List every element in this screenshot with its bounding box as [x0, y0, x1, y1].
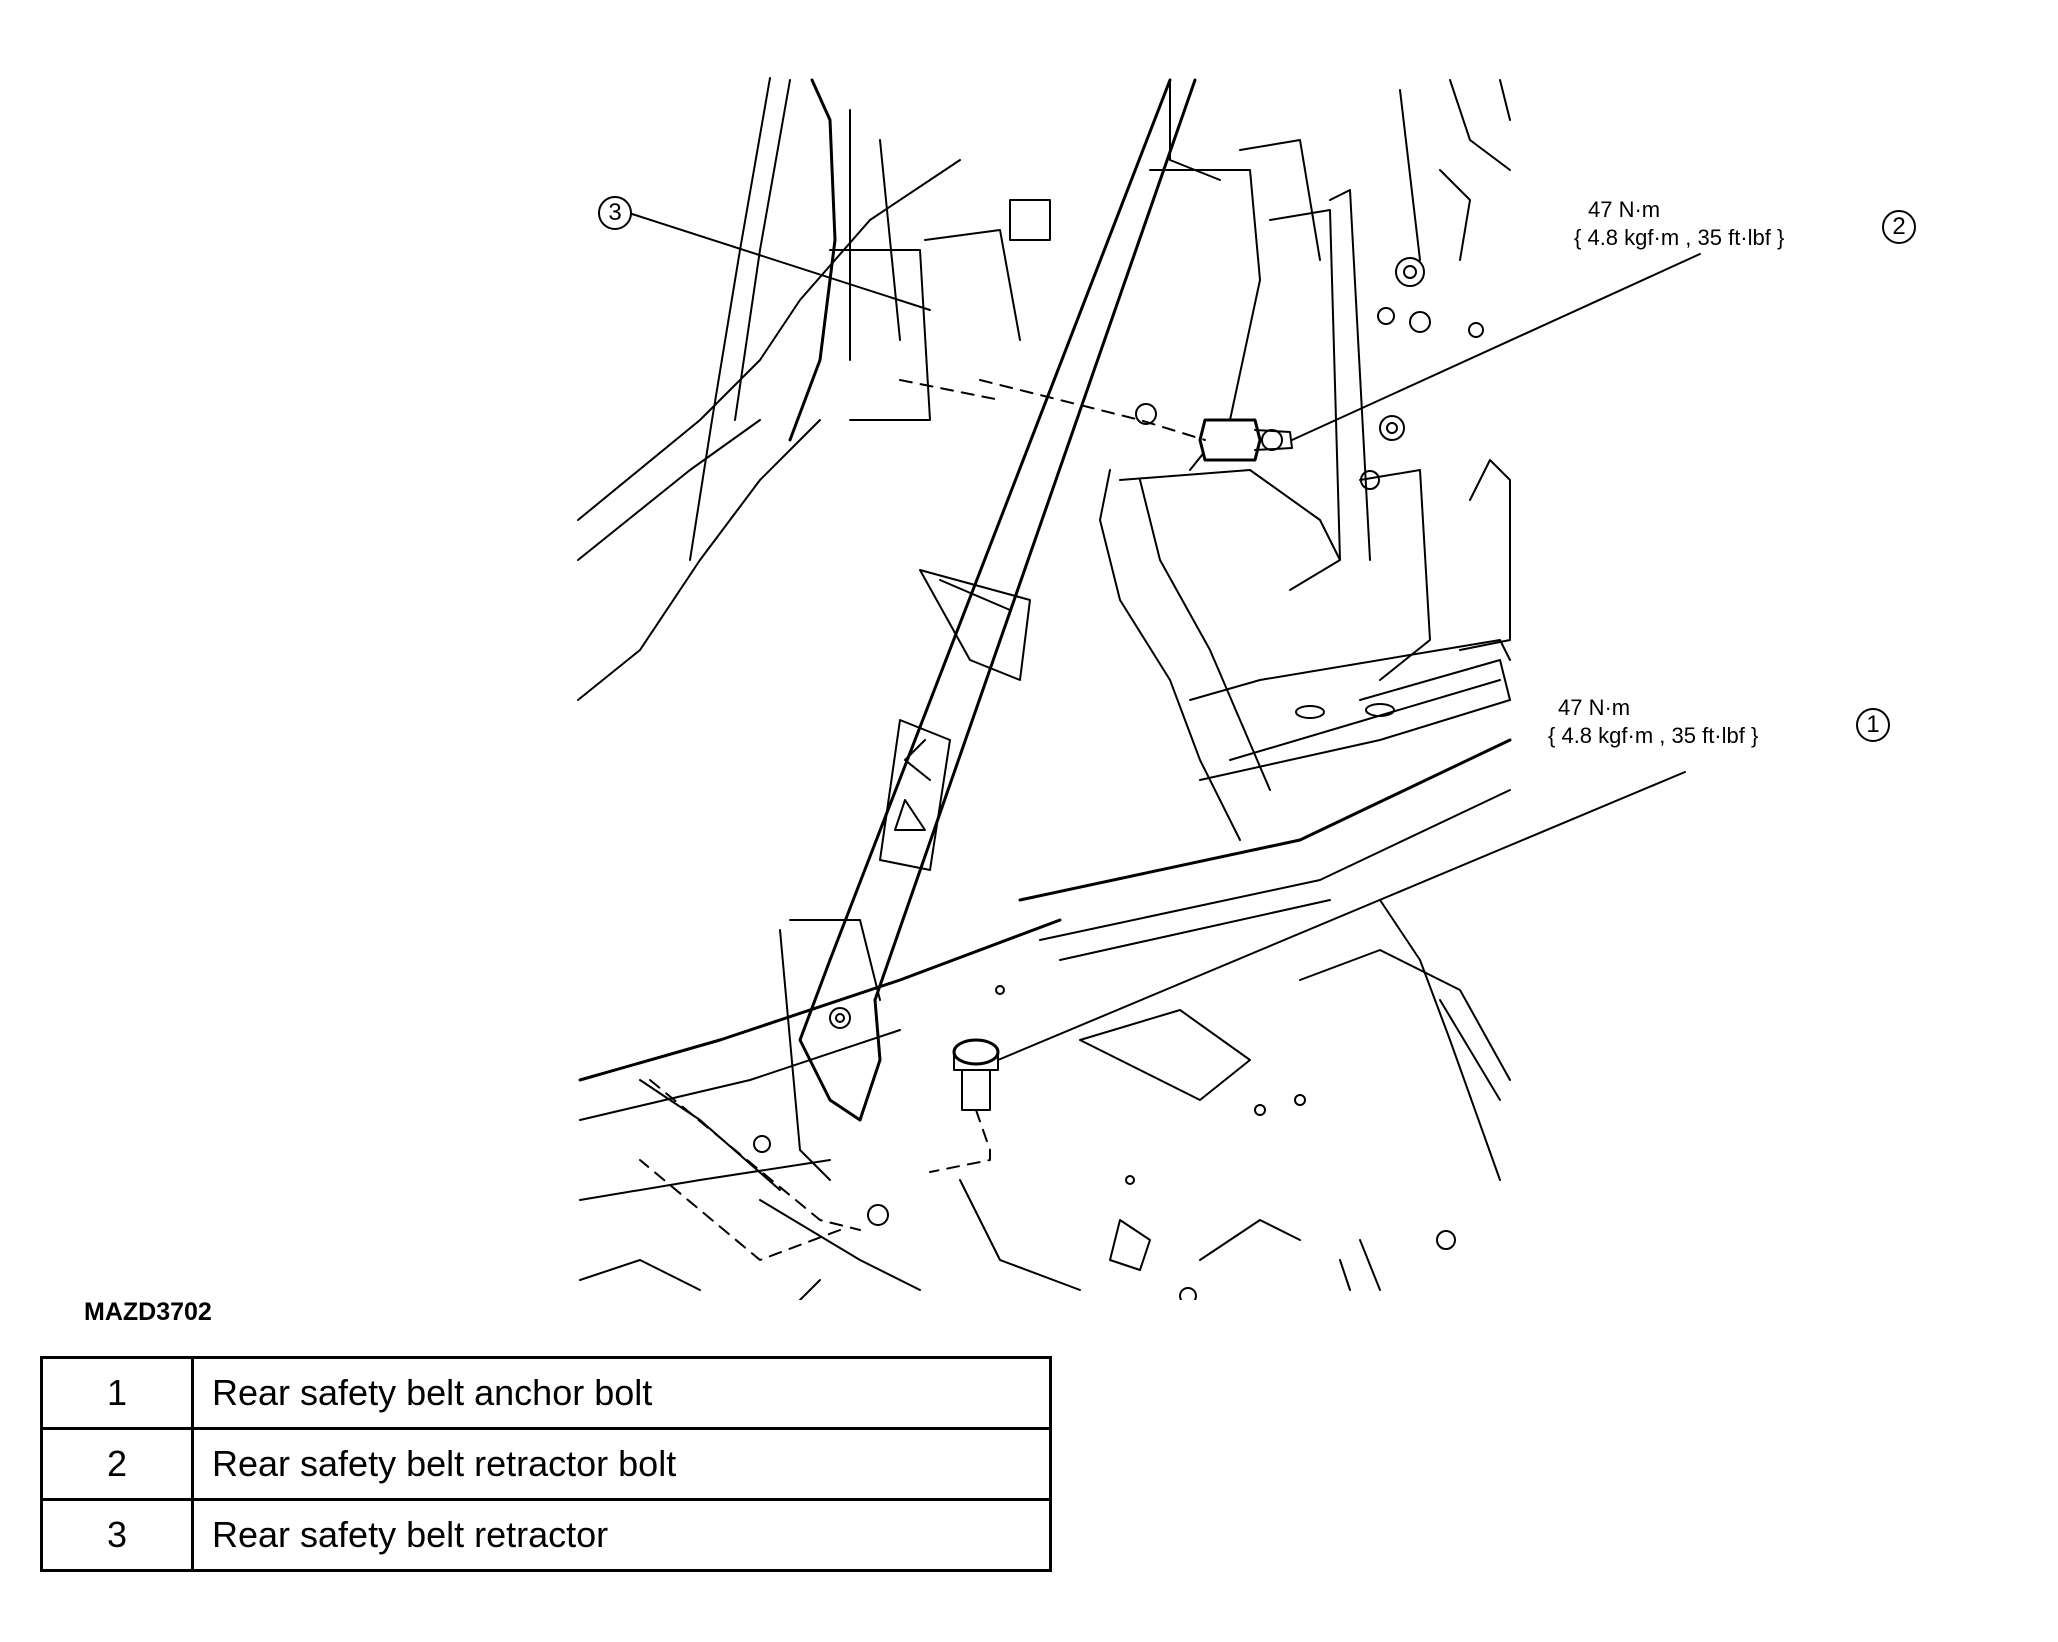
body-panels	[577, 77, 1512, 1300]
mounting-holes	[753, 257, 1484, 1300]
leader-lines	[631, 213, 1701, 1061]
table-row: 1 Rear safety belt anchor bolt	[40, 1356, 1052, 1430]
torque-conversion-2: { 4.8 kgf·m , 35 ft·lbf }	[1574, 225, 1785, 250]
figure-code: MAZD3702	[84, 1298, 212, 1326]
part-number: 3	[40, 1498, 194, 1572]
torque-value-2: 47 N·m	[1588, 197, 1661, 222]
part-number: 1	[40, 1356, 194, 1430]
table-row: 2 Rear safety belt retractor bolt	[40, 1427, 1052, 1501]
callout-marker-3: 3	[598, 196, 632, 230]
torque-conversion-1: { 4.8 kgf·m , 35 ft·lbf }	[1548, 723, 1759, 748]
part-description: Rear safety belt retractor	[191, 1498, 1052, 1572]
retractor-bolt	[1198, 418, 1293, 462]
anchor-bolt	[952, 1038, 1000, 1111]
part-description: Rear safety belt anchor bolt	[191, 1356, 1052, 1430]
callout-marker-2: 2	[1882, 210, 1916, 244]
dashed-install-paths	[639, 379, 1206, 1261]
parts-legend-table: 1 Rear safety belt anchor bolt 2 Rear sa…	[40, 1356, 1052, 1572]
seat-belt-webbing	[779, 78, 1197, 1181]
vehicle-interior-illustration	[577, 77, 1701, 1300]
part-description: Rear safety belt retractor bolt	[191, 1427, 1052, 1501]
torque-value-1: 47 N·m	[1558, 695, 1631, 720]
table-row: 3 Rear safety belt retractor	[40, 1498, 1052, 1572]
part-number: 2	[40, 1427, 194, 1501]
callout-marker-1: 1	[1856, 708, 1890, 742]
